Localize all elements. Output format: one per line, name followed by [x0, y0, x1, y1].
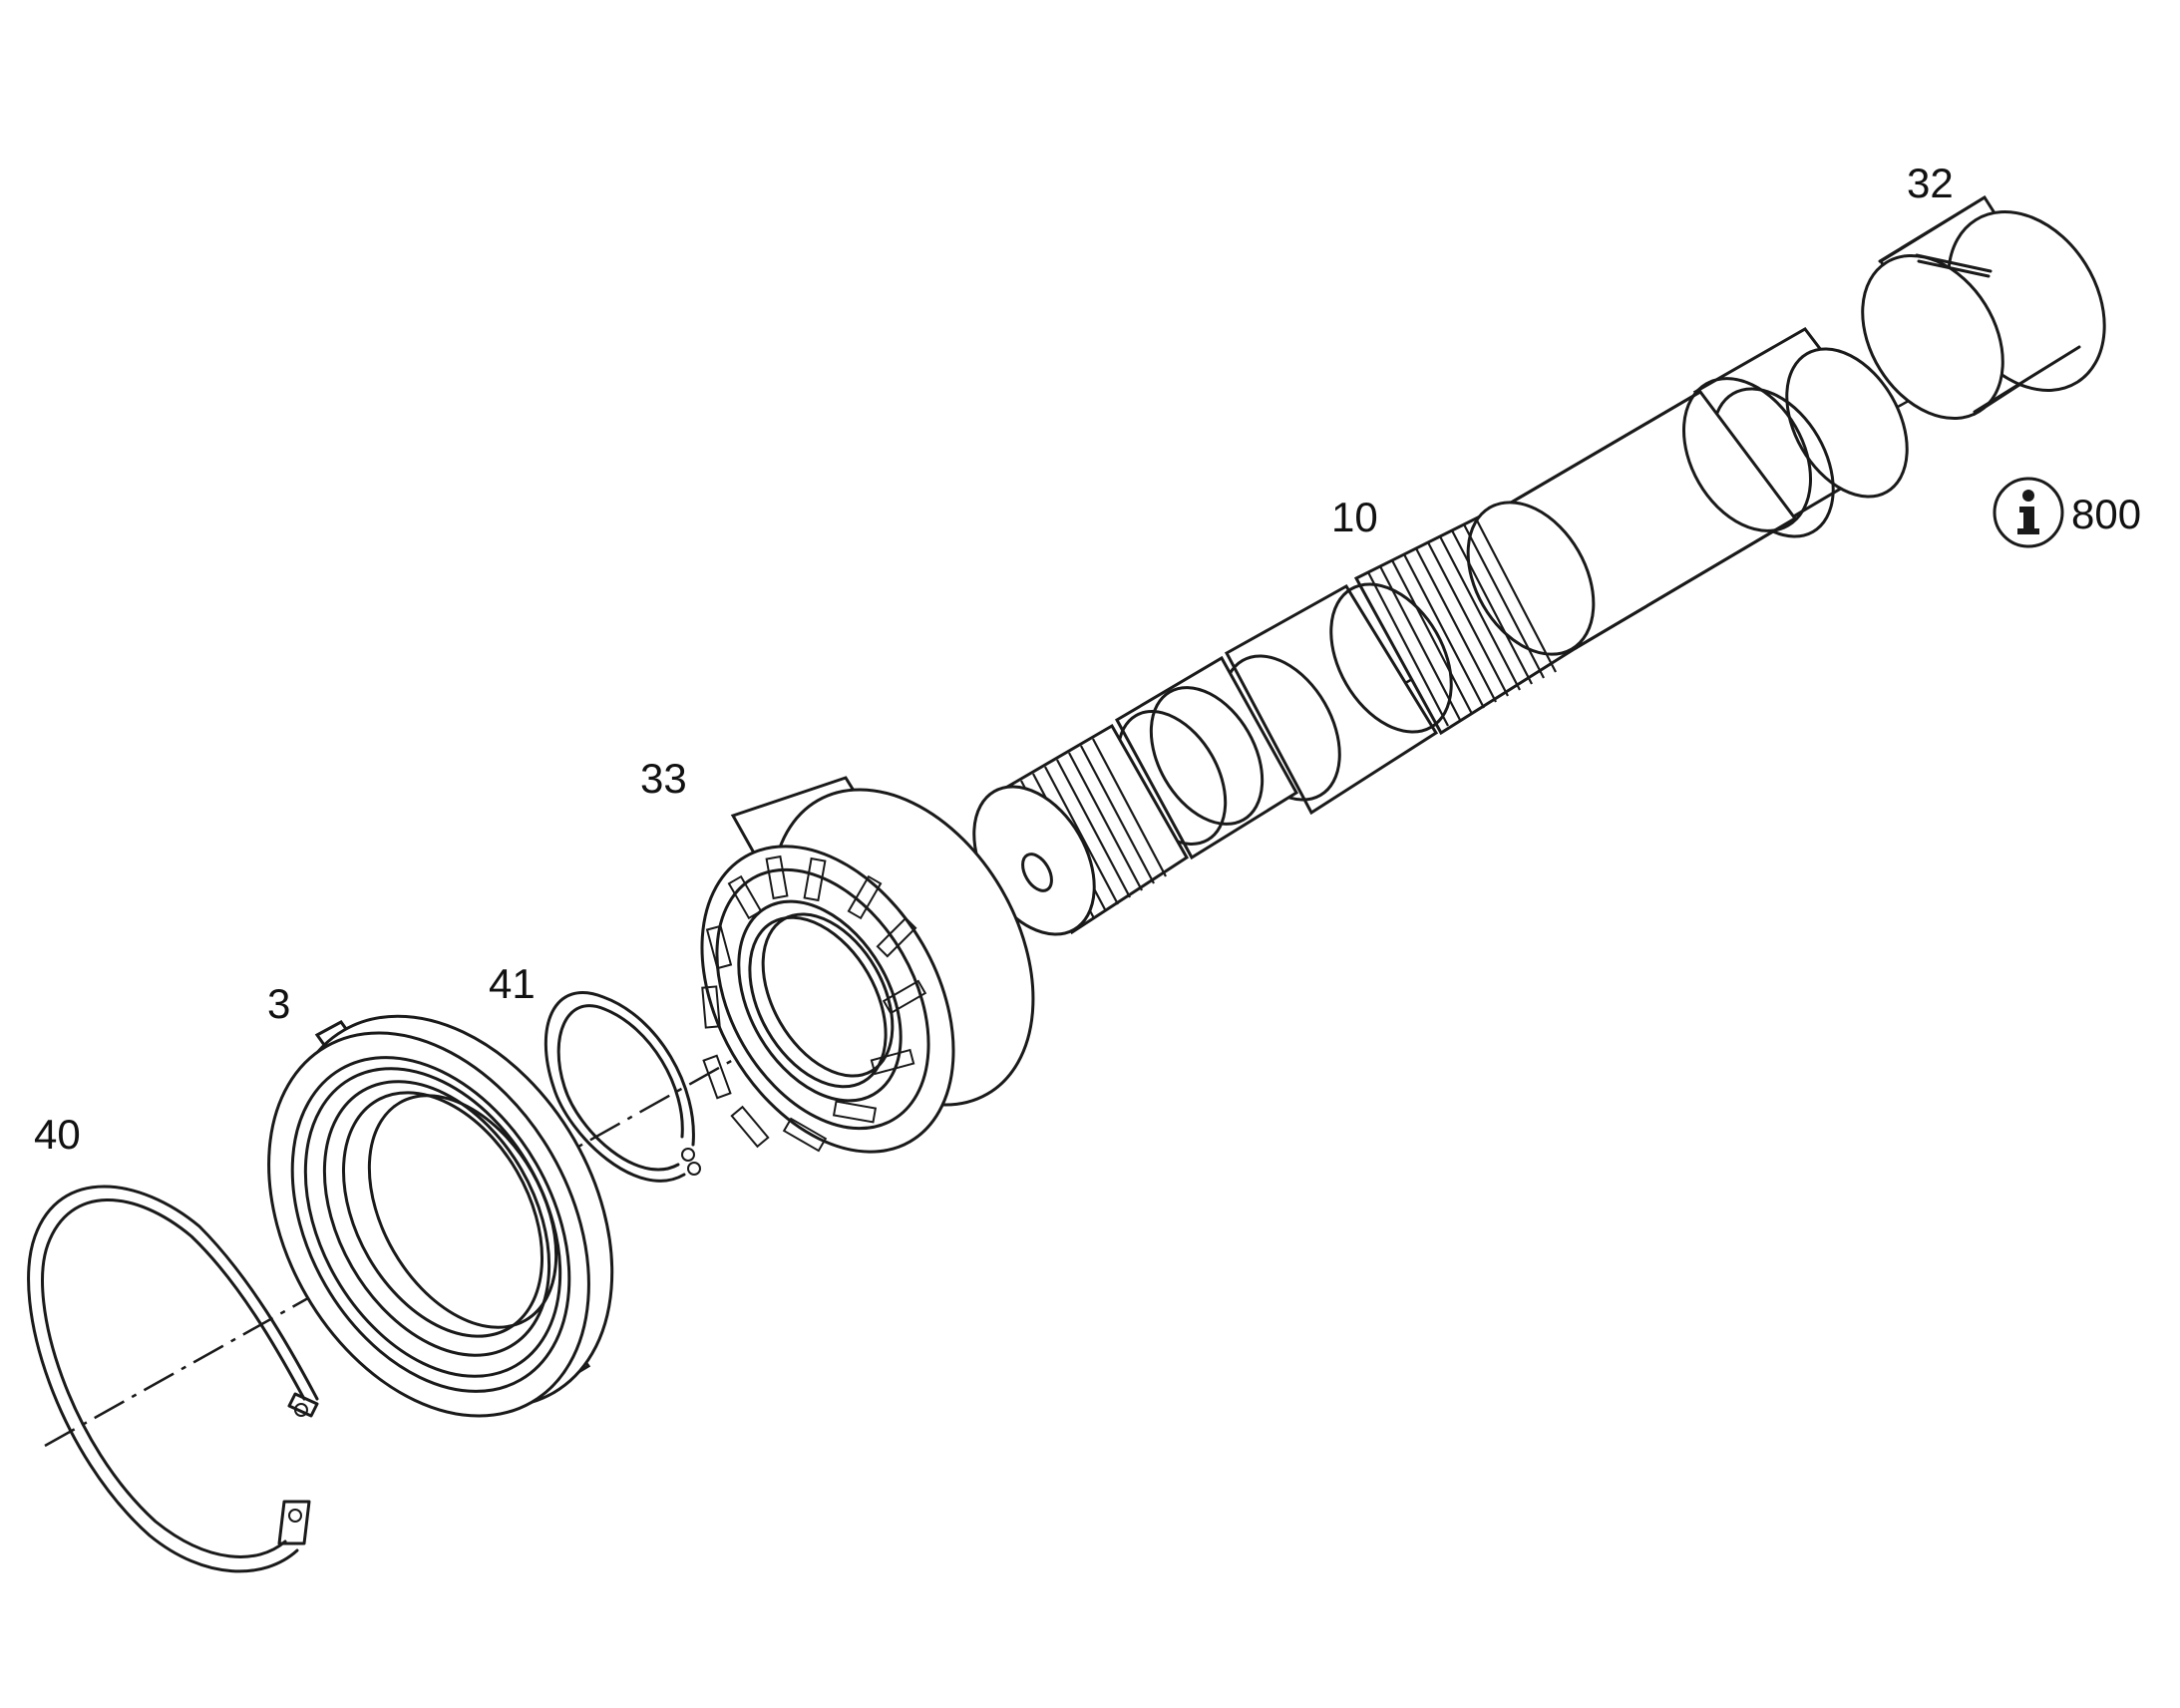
- label-part-3: 3: [267, 980, 290, 1027]
- label-part-40: 40: [34, 1111, 81, 1158]
- label-part-33: 33: [640, 755, 687, 802]
- part-10-shaft: [972, 327, 1909, 936]
- label-part-32: 32: [1907, 160, 1954, 206]
- label-part-41: 41: [489, 960, 536, 1007]
- bearing-rollers: [701, 854, 927, 1153]
- part-3-shaft-seal: [267, 1014, 614, 1418]
- part-32-bushing: [1861, 194, 2106, 421]
- part-33-roller-bearing: [700, 776, 1035, 1154]
- info-icon: [1993, 477, 2064, 548]
- info-reference-number: 800: [2071, 491, 2141, 537]
- large-spline-teeth: [1367, 517, 1557, 727]
- part-41-snap-ring: [544, 991, 701, 1183]
- part-40-circlip: [27, 1185, 319, 1573]
- label-part-10: 10: [1331, 494, 1378, 540]
